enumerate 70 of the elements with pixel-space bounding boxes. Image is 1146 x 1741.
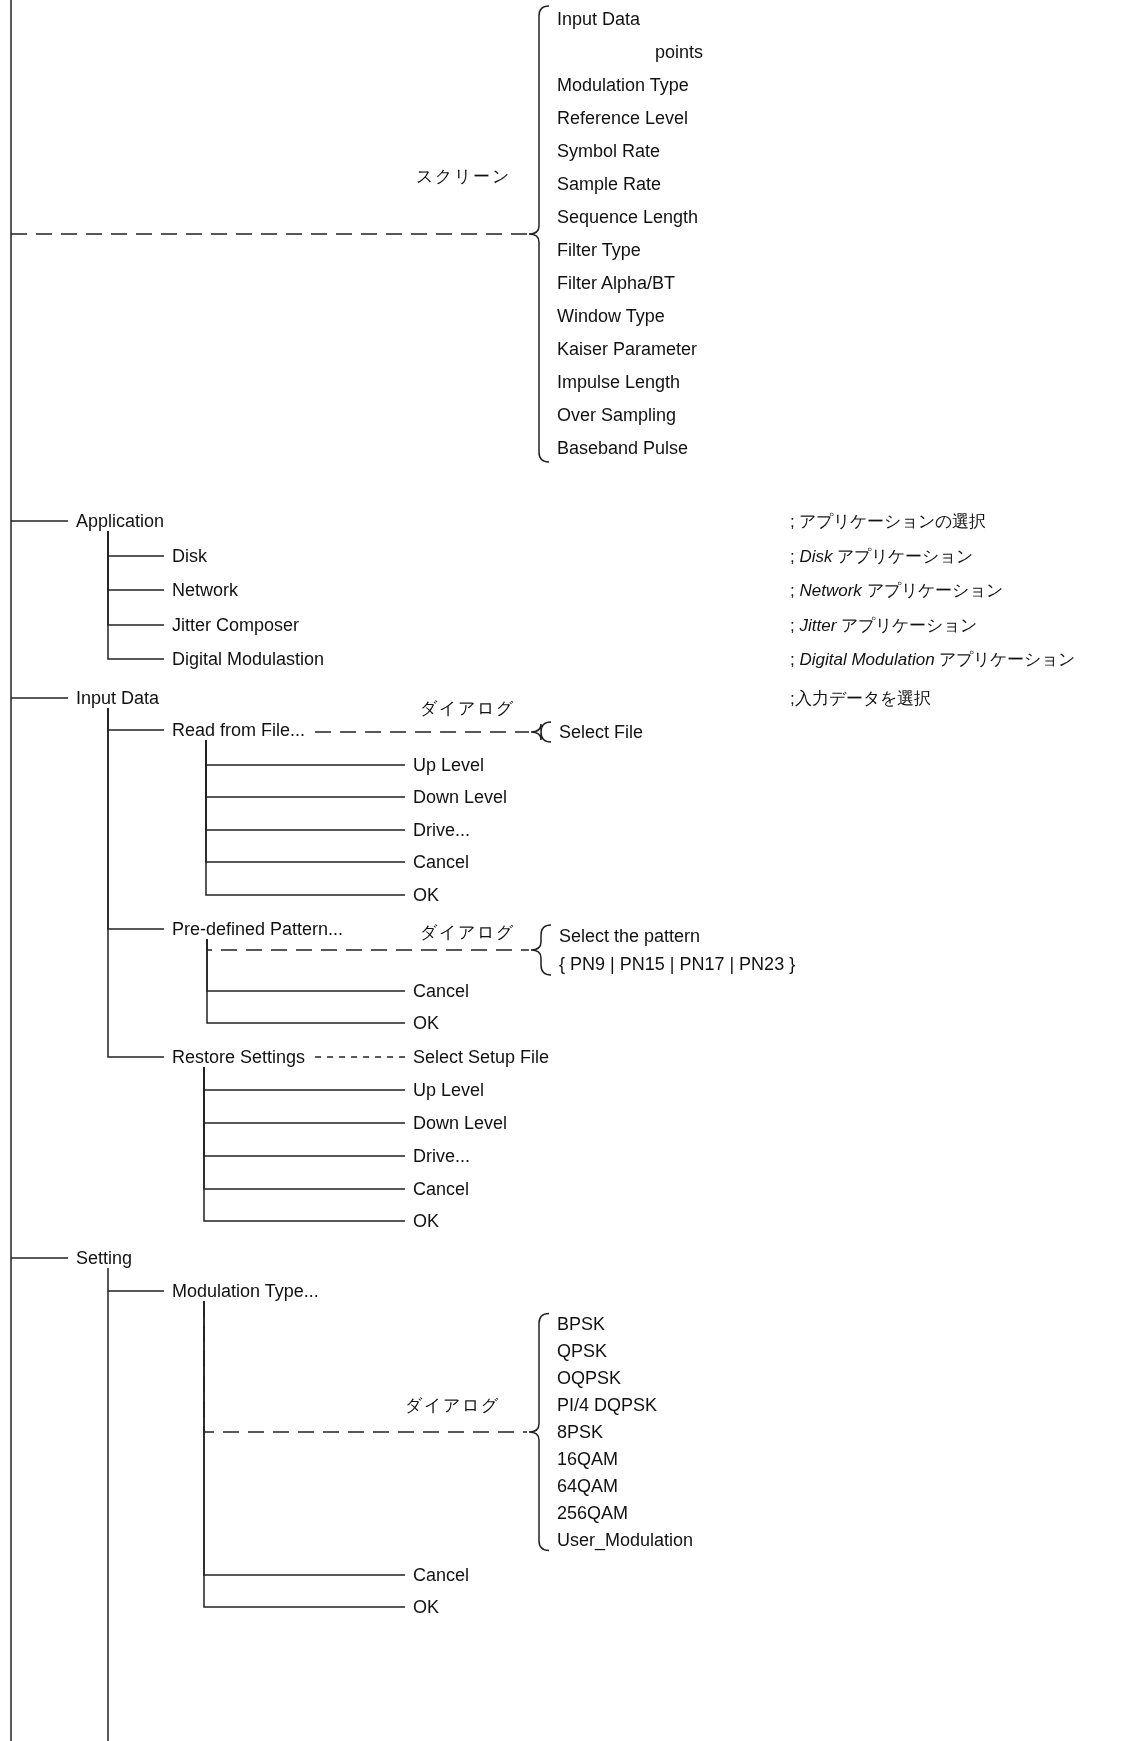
menu-item: Down Level xyxy=(405,785,510,809)
menu-item: Cancel xyxy=(405,1563,472,1587)
menu-item: Restore Settings xyxy=(164,1045,308,1069)
menu-item: Network xyxy=(164,578,240,602)
menu-item: Digital Modulastion xyxy=(164,647,327,671)
menu-option: PI/4 DQPSK xyxy=(557,1391,694,1419)
menu-item: Drive... xyxy=(405,818,472,842)
menu-item: OK xyxy=(405,883,441,907)
menu-item: Modulation Type... xyxy=(164,1279,321,1303)
menu-item: Down Level xyxy=(405,1111,510,1135)
menu-option: Modulation Type xyxy=(557,69,704,102)
menu-option: 256QAM xyxy=(557,1499,694,1527)
menu-option: User_Modulation xyxy=(557,1526,694,1554)
menu-option: Symbol Rate xyxy=(557,135,704,168)
menu-option: Input Data xyxy=(557,3,704,36)
comment-text: ; Network アプリケーション xyxy=(790,579,1003,602)
dashed-connector xyxy=(314,1056,406,1058)
menu-item: Drive... xyxy=(405,1144,472,1168)
tree-connector xyxy=(205,739,406,896)
comment-text: ; Digital Modulation アプリケーション xyxy=(790,648,1076,671)
menu-item: Setting xyxy=(68,1246,135,1270)
dashed-connector xyxy=(314,731,530,733)
menu-item: OK xyxy=(405,1209,441,1233)
tree-connector xyxy=(203,1066,406,1222)
menu-item: Cancel xyxy=(405,979,472,1003)
menu-option: BPSK xyxy=(557,1310,694,1338)
tree-connector xyxy=(107,707,165,1058)
comment-text: ;入力データを選択 xyxy=(790,687,931,710)
comment-text: ; Disk アプリケーション xyxy=(790,545,974,568)
menu-option: 16QAM xyxy=(557,1445,694,1473)
tree-connector xyxy=(107,1267,165,1292)
menu-item: Cancel xyxy=(405,850,472,874)
tree-connector xyxy=(10,520,69,522)
menu-option: Impulse Length xyxy=(557,366,704,399)
menu-item: Disk xyxy=(164,544,209,568)
menu-option: QPSK xyxy=(557,1337,694,1365)
tree-connector xyxy=(107,530,165,660)
menu-option: Reference Level xyxy=(557,102,704,135)
menu-item: Application xyxy=(68,509,167,533)
menu-option: Filter Type xyxy=(557,234,704,267)
menu-item: OK xyxy=(405,1595,441,1619)
menu-option: Kaiser Parameter xyxy=(557,333,704,366)
menu-option: OQPSK xyxy=(557,1364,694,1392)
tree-connector xyxy=(10,697,69,699)
menu-option: Select File xyxy=(559,719,644,745)
menu-option: Baseband Pulse xyxy=(557,432,704,465)
menu-option: Window Type xyxy=(557,300,704,333)
menu-item: Select Setup File xyxy=(405,1045,552,1069)
menu-item: Input Data xyxy=(68,686,162,710)
tree-connector xyxy=(10,1257,69,1259)
dashed-connector xyxy=(10,233,528,235)
comment-text: ; Jitter アプリケーション xyxy=(790,614,978,637)
menu-item: Up Level xyxy=(405,753,487,777)
menu-item: Jitter Composer xyxy=(164,613,302,637)
menu-option: 8PSK xyxy=(557,1418,694,1446)
comment-text: ; アプリケーションの選択 xyxy=(790,510,987,533)
menu-item: Pre-defined Pattern... xyxy=(164,917,346,941)
menu-option: Select the pattern xyxy=(559,922,796,950)
menu-option: Sequence Length xyxy=(557,201,704,234)
menu-item: OK xyxy=(405,1011,441,1035)
menu-option: points xyxy=(557,36,704,69)
menu-option: 64QAM xyxy=(557,1472,694,1500)
menu-option: Sample Rate xyxy=(557,168,704,201)
menu-item: Up Level xyxy=(405,1078,487,1102)
menu-item: Read from File... xyxy=(164,718,308,742)
menu-option: Filter Alpha/BT xyxy=(557,267,704,300)
tree-connector xyxy=(206,938,406,1024)
menu-item: Cancel xyxy=(405,1177,472,1201)
menu-option: { PN9 | PN15 | PN17 | PN23 } xyxy=(559,950,796,978)
menu-option: Over Sampling xyxy=(557,399,704,432)
